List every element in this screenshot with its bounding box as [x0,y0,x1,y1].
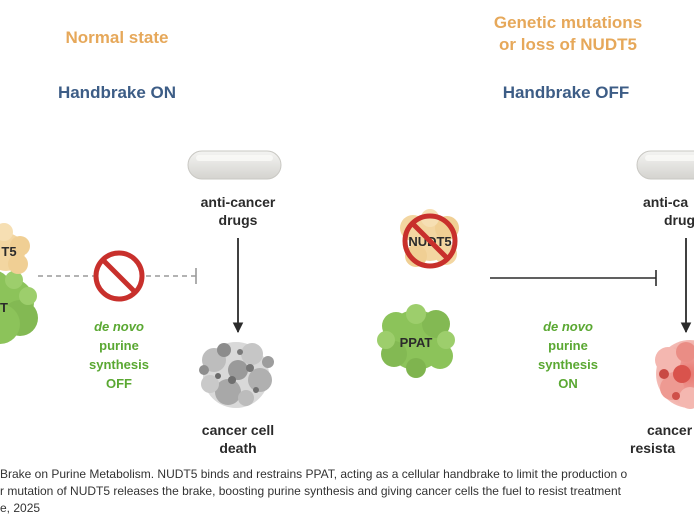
right-drug-label-line1: anti-ca [643,194,688,210]
left-nudt5-label: T5 [1,244,16,259]
left-outcome-line2: death [219,440,256,456]
left-handbrake-label: Handbrake ON [58,83,176,102]
right-prohibition-icon [402,213,458,269]
left-pill-icon [187,150,282,180]
caption-line-1: Brake on Purine Metabolism. NUDT5 binds … [0,467,628,481]
right-ppat-label: PPAT [400,335,433,350]
right-resistant-cell-icon [655,340,694,409]
diagram: Normal state Handbrake ON T5 T de novo p… [0,13,694,456]
right-synthesis-line1: de novo [543,319,593,334]
right-state-title-line2: or loss of NUDT5 [499,35,637,54]
left-prohibition-icon [93,250,145,302]
left-outcome-line1: cancer cell [202,422,274,438]
right-ppat-blob-icon [377,304,455,378]
left-state-title: Normal state [66,28,169,47]
left-drug-label-line1: anti-cancer [201,194,276,210]
left-drug-label-line2: drugs [219,212,258,228]
left-nudt5-blob-icon [0,223,30,274]
left-synthesis-line3: synthesis [89,357,149,372]
left-synthesis-line2: purine [99,338,139,353]
right-synthesis-line4: ON [558,376,578,391]
right-handbrake-label: Handbrake OFF [503,83,630,102]
right-outcome-line2: resista [630,440,675,456]
left-synthesis-line1: de novo [94,319,144,334]
right-pill-icon [636,150,694,180]
figure-caption: Brake on Purine Metabolism. NUDT5 binds … [0,466,694,532]
left-ppat-blob-icon [0,271,38,344]
right-synthesis-line3: synthesis [538,357,598,372]
left-dead-cell-icon [199,342,274,408]
right-state-title-line1: Genetic mutations [494,13,642,32]
right-synthesis-line2: purine [548,338,588,353]
caption-line-3: e, 2025 [0,501,41,515]
right-outcome-line1: cancer [647,422,693,438]
right-drug-label-line2: drug [664,212,694,228]
caption-line-2: r mutation of NUDT5 releases the brake, … [0,484,621,498]
left-synthesis-line4: OFF [106,376,132,391]
left-ppat-label: T [0,300,8,315]
